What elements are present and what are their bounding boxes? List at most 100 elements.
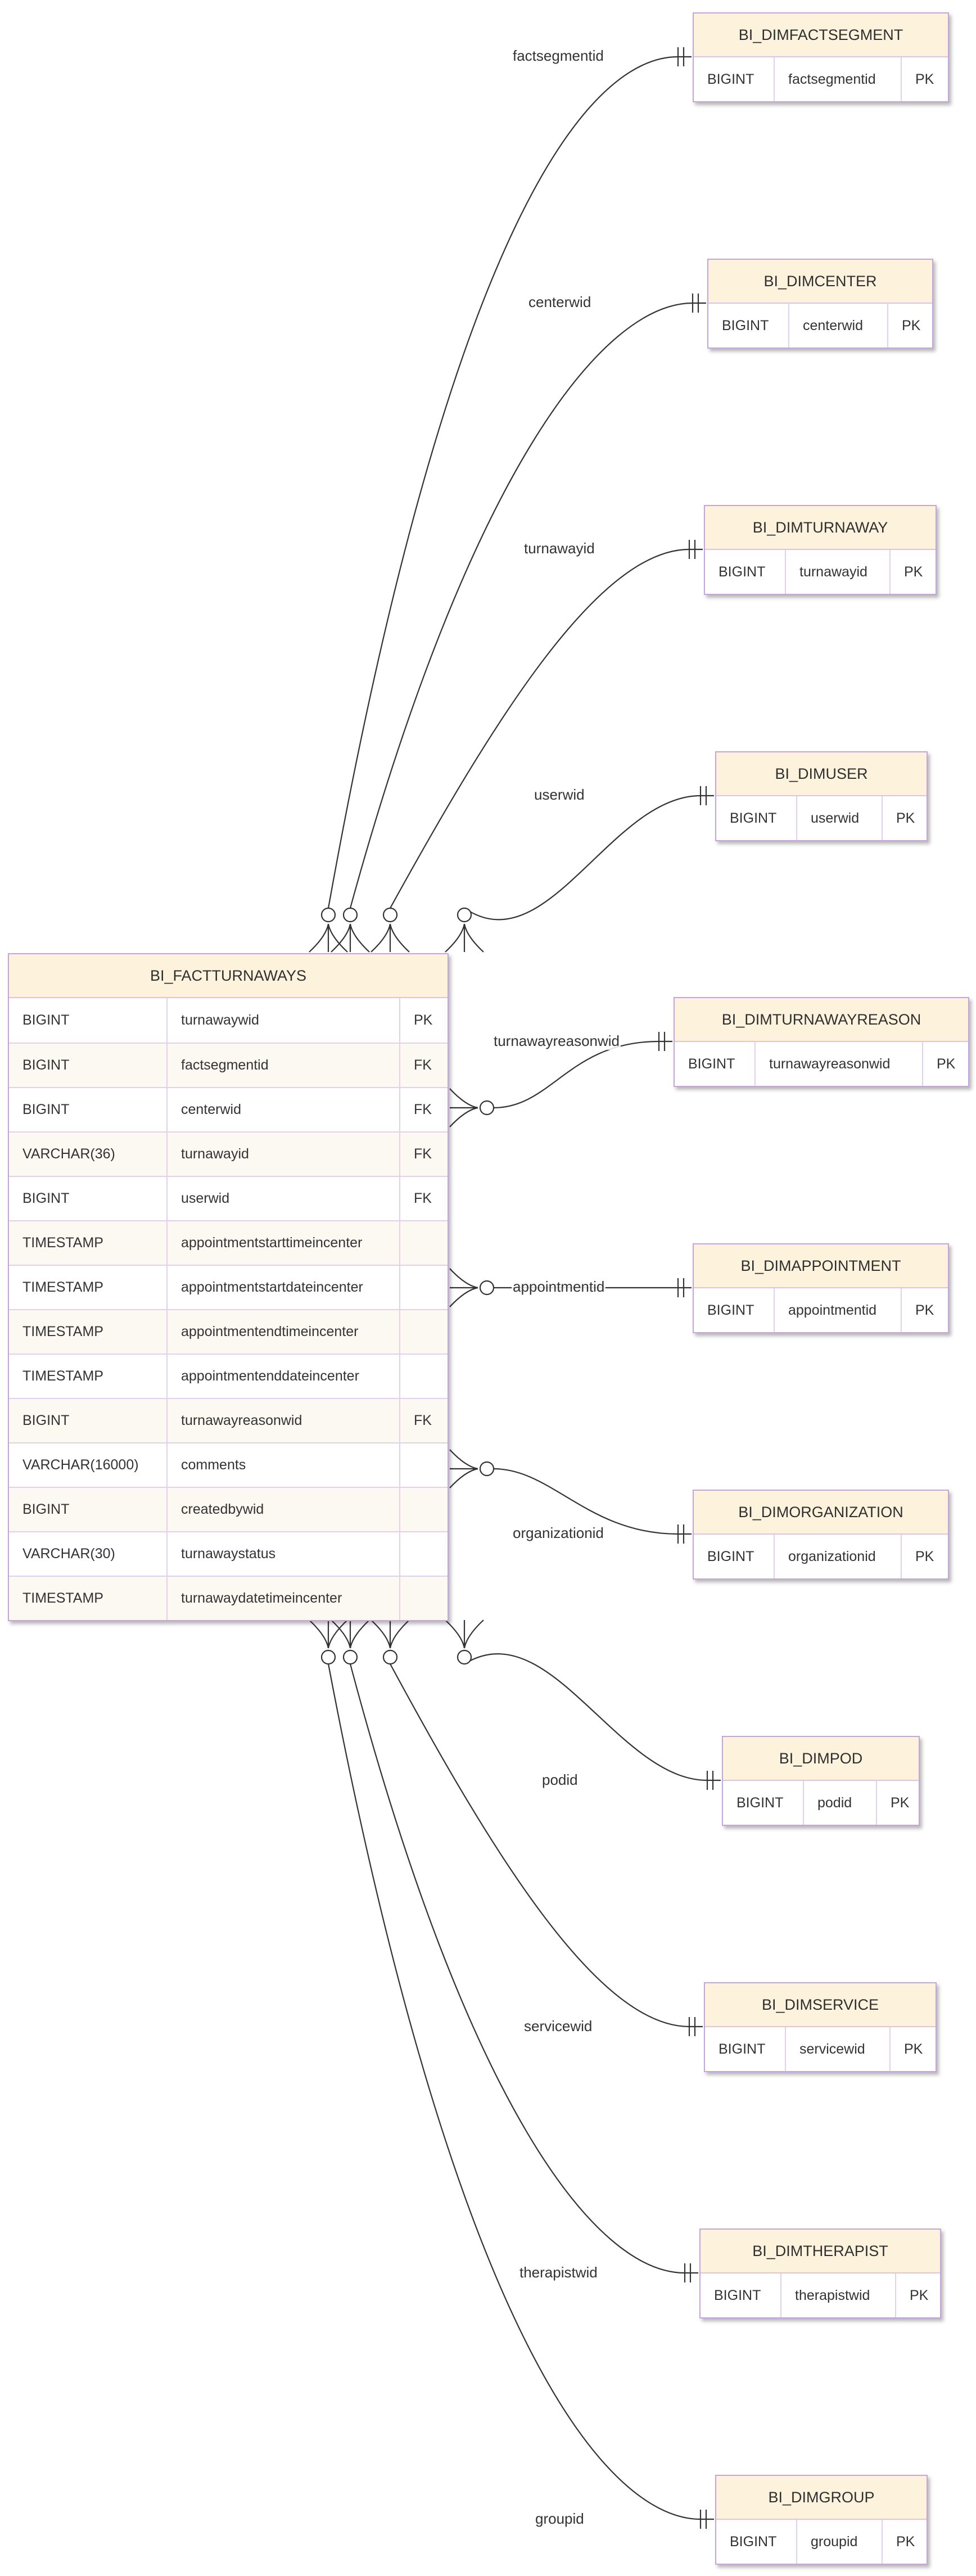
attribute-key: PK [901,1535,946,1578]
attribute-name: turnawayid [785,550,889,594]
relationship-label: centerwid [527,294,593,311]
attribute-key: FK [399,1399,448,1442]
attribute-name: comments [166,1443,399,1487]
attribute-type: BIGINT [714,2287,761,2303]
attribute-name: createdbywid [166,1488,399,1531]
relationship-line [349,1663,685,2274]
attribute-name: appointmentenddateincenter [166,1355,399,1398]
relationship-line [464,795,701,921]
attribute-name: appointmentstarttimeincenter [166,1221,399,1265]
attribute-row-turnawaystatus: VARCHAR(30) turnawaystatus [9,1531,448,1576]
crows-foot-mark [331,923,370,953]
relationship-line [390,548,690,909]
relationship-organizationid [449,1449,692,1544]
entity-title: BI_DIMORGANIZATION [694,1491,948,1535]
relationship-groupid [309,1619,714,2529]
attribute-name: factsegmentid [166,1044,399,1087]
attribute-name: userwid [796,796,882,840]
relationship-label: podid [541,1771,579,1789]
attribute-name: servicewid [785,2027,889,2071]
attribute-type: VARCHAR(36) [22,1146,115,1162]
relationship-line [327,56,679,909]
attribute-name: centerwid [788,304,887,348]
entity-title: BI_DIMTURNAWAYREASON [675,998,968,1042]
relationship-label: turnawayreasonwid [492,1032,621,1050]
attribute-type: BIGINT [22,1501,70,1517]
relationship-userwid [445,786,714,953]
attribute-name: turnawayid [166,1133,399,1176]
attribute-type: BIGINT [22,1190,70,1206]
relationship-line [327,1663,701,2520]
crows-foot-mark [331,1619,370,1649]
attribute-name: appointmentstartdateincenter [166,1266,399,1309]
entity-title: BI_DIMGROUP [716,2476,927,2520]
attribute-key: PK [889,550,933,594]
attribute-name: userwid [166,1177,399,1220]
zero-optional-mark [320,1649,336,1665]
zero-optional-mark [342,1649,358,1665]
attribute-row-appointmentstarttimeincenter: TIMESTAMP appointmentstarttimeincenter [9,1220,448,1265]
attribute-key: PK [895,2273,938,2317]
attribute-name: turnawaystatus [166,1532,399,1576]
zero-optional-mark [457,1649,472,1665]
relationship-label: factsegmentid [512,47,605,65]
relationship-label: servicewid [523,2018,594,2035]
attribute-type: BIGINT [719,563,766,580]
attribute-name: appointmentendtimeincenter [166,1310,399,1354]
zero-optional-mark [320,907,336,923]
attribute-type: VARCHAR(30) [22,1546,115,1562]
entity-title: BI_DIMCENTER [708,260,932,304]
attribute-type: BIGINT [707,1548,754,1564]
relationship-label: appointmentid [512,1278,606,1296]
relationship-line [493,1040,659,1109]
zero-optional-mark [457,907,472,923]
attribute-name: turnawaydatetimeincenter [166,1577,399,1620]
crows-foot-mark [445,923,484,953]
attribute-type: TIMESTAMP [22,1235,103,1251]
attribute-name: appointmentid [774,1288,901,1332]
attribute-type: VARCHAR(16000) [22,1457,139,1473]
attribute-key: PK [876,1781,916,1825]
relationship-line [464,1653,708,1781]
entity-title: BI_DIMTURNAWAY [705,506,936,550]
attribute-type: BIGINT [22,1102,70,1117]
relationship-factsegmentid [309,47,692,953]
attribute-name: turnawayreasonwid [754,1042,922,1086]
attribute-key: PK [887,304,930,348]
attribute-name: organizationid [774,1535,901,1578]
attribute-key [399,1532,448,1576]
zero-optional-mark [382,1649,398,1665]
relationship-turnawayid [370,540,703,953]
relationship-label: groupid [534,2510,585,2528]
relationship-servicewid [370,1619,703,2036]
attribute-key [399,1310,448,1354]
attribute-type: BIGINT [22,1012,70,1028]
crows-foot-mark [449,1449,478,1488]
crows-foot-mark [449,1088,478,1127]
